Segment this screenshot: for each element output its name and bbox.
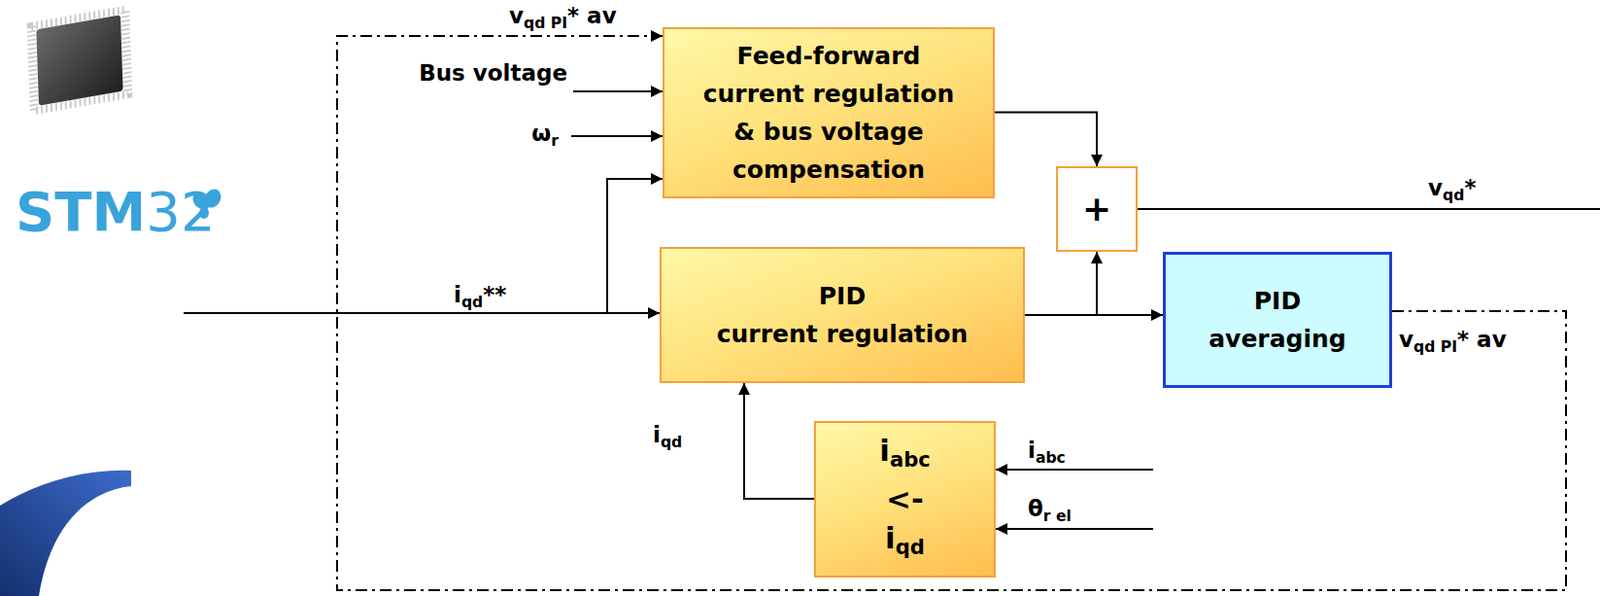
- text-part: current regulation: [703, 74, 955, 113]
- chip-body: [35, 14, 123, 105]
- text-part: ω: [531, 120, 551, 146]
- signal-label: vqd*: [1428, 174, 1476, 205]
- signal-label: iabc: [1027, 437, 1066, 467]
- signal-label: vqd PI* av: [509, 2, 617, 33]
- averaging-block: PID averaging: [1162, 251, 1393, 388]
- signal-connector: [744, 382, 815, 499]
- node-text: iabc <- iqd: [879, 430, 930, 568]
- input-wire: [995, 468, 1154, 471]
- transform-block: iabc <- iqd: [814, 420, 996, 578]
- input-wire: [995, 527, 1154, 530]
- signal-connector: [994, 112, 1097, 168]
- text-part: STM: [15, 179, 146, 243]
- text-part: 32: [145, 179, 215, 243]
- output-wire: [1137, 207, 1600, 210]
- text-part: r: [550, 131, 559, 150]
- brand-logo-box: STM32: [15, 178, 216, 244]
- input-wire: [573, 90, 663, 93]
- text-part: i: [885, 519, 896, 555]
- text-part: qd: [895, 534, 925, 559]
- text-part: * av: [567, 2, 617, 29]
- input-wire: [183, 311, 660, 314]
- text-part: i: [879, 432, 890, 468]
- text-part: <-: [885, 480, 924, 516]
- signal-label: θr el: [1027, 495, 1072, 525]
- input-wire: [571, 135, 663, 137]
- node-text: PID current regulation: [716, 276, 969, 353]
- text-part: PID: [1208, 281, 1346, 320]
- input-label-box: Bus voltage: [418, 60, 568, 88]
- text-part: v: [1398, 326, 1414, 352]
- text-part: v: [1428, 174, 1443, 201]
- text-part: *: [1463, 174, 1476, 201]
- text-part: θ: [1027, 495, 1044, 521]
- brand-logo: STM32: [15, 178, 216, 244]
- signal-label-box: iqd**: [453, 281, 507, 311]
- text-part: abc: [889, 446, 931, 472]
- text-part: abc: [1035, 447, 1066, 467]
- decor-swoosh: [0, 470, 132, 596]
- text-part: qd PI: [1413, 337, 1458, 356]
- signal-label-box: iqd: [652, 421, 682, 451]
- signal-label-box: vqd PI* av: [509, 2, 617, 33]
- chip-pins: [31, 9, 129, 111]
- input-label: Bus voltage: [418, 60, 568, 88]
- text-part: PID: [716, 276, 969, 315]
- text-part: qd PI: [523, 13, 568, 33]
- text-part: compensation: [703, 150, 955, 189]
- chip-dot: [47, 87, 56, 96]
- text-part: & bus voltage: [703, 112, 955, 151]
- text-part: iqd: [879, 517, 930, 567]
- signal-label-box: vqd PI* av: [1398, 326, 1507, 356]
- text-part: * av: [1457, 326, 1507, 352]
- signal-label: iqd**: [453, 281, 507, 311]
- branch-wire: [607, 178, 663, 313]
- signal-label: ωr: [531, 120, 559, 150]
- pid-block: PID current regulation: [659, 246, 1025, 383]
- text-part: Feed-forward: [703, 36, 955, 75]
- text-part: v: [509, 2, 524, 29]
- signal-connector: [1024, 313, 1163, 316]
- signal-label-box: θr el: [1027, 495, 1072, 525]
- node-text: Feed-forward current regulation & bus vo…: [703, 36, 955, 189]
- text-part: qd: [660, 432, 682, 451]
- node-text: +: [1082, 189, 1112, 229]
- text-part: i: [652, 421, 661, 447]
- signal-connector: [1024, 251, 1097, 315]
- signal-label-box: vqd*: [1428, 174, 1476, 205]
- text-part: i: [453, 281, 462, 307]
- text-part: i: [1027, 437, 1036, 463]
- text-part: <-: [879, 478, 930, 518]
- summing-junction: +: [1055, 166, 1138, 252]
- text-part: averaging: [1208, 319, 1346, 358]
- feedforward-block: Feed-forward current regulation & bus vo…: [662, 27, 995, 199]
- signal-label: vqd PI* av: [1398, 326, 1507, 356]
- text-part: current regulation: [716, 314, 969, 353]
- signal-label: iqd: [652, 421, 682, 451]
- text-part: qd: [1442, 185, 1464, 205]
- node-text: PID averaging: [1208, 281, 1346, 358]
- text-part: r el: [1043, 506, 1072, 525]
- signal-label-box: iabc: [1027, 437, 1066, 467]
- text-part: **: [482, 281, 507, 307]
- signal-label-box: ωr: [531, 120, 559, 150]
- chip-icon: [31, 9, 129, 111]
- text-part: qd: [461, 292, 483, 311]
- text-part: iabc: [879, 430, 930, 479]
